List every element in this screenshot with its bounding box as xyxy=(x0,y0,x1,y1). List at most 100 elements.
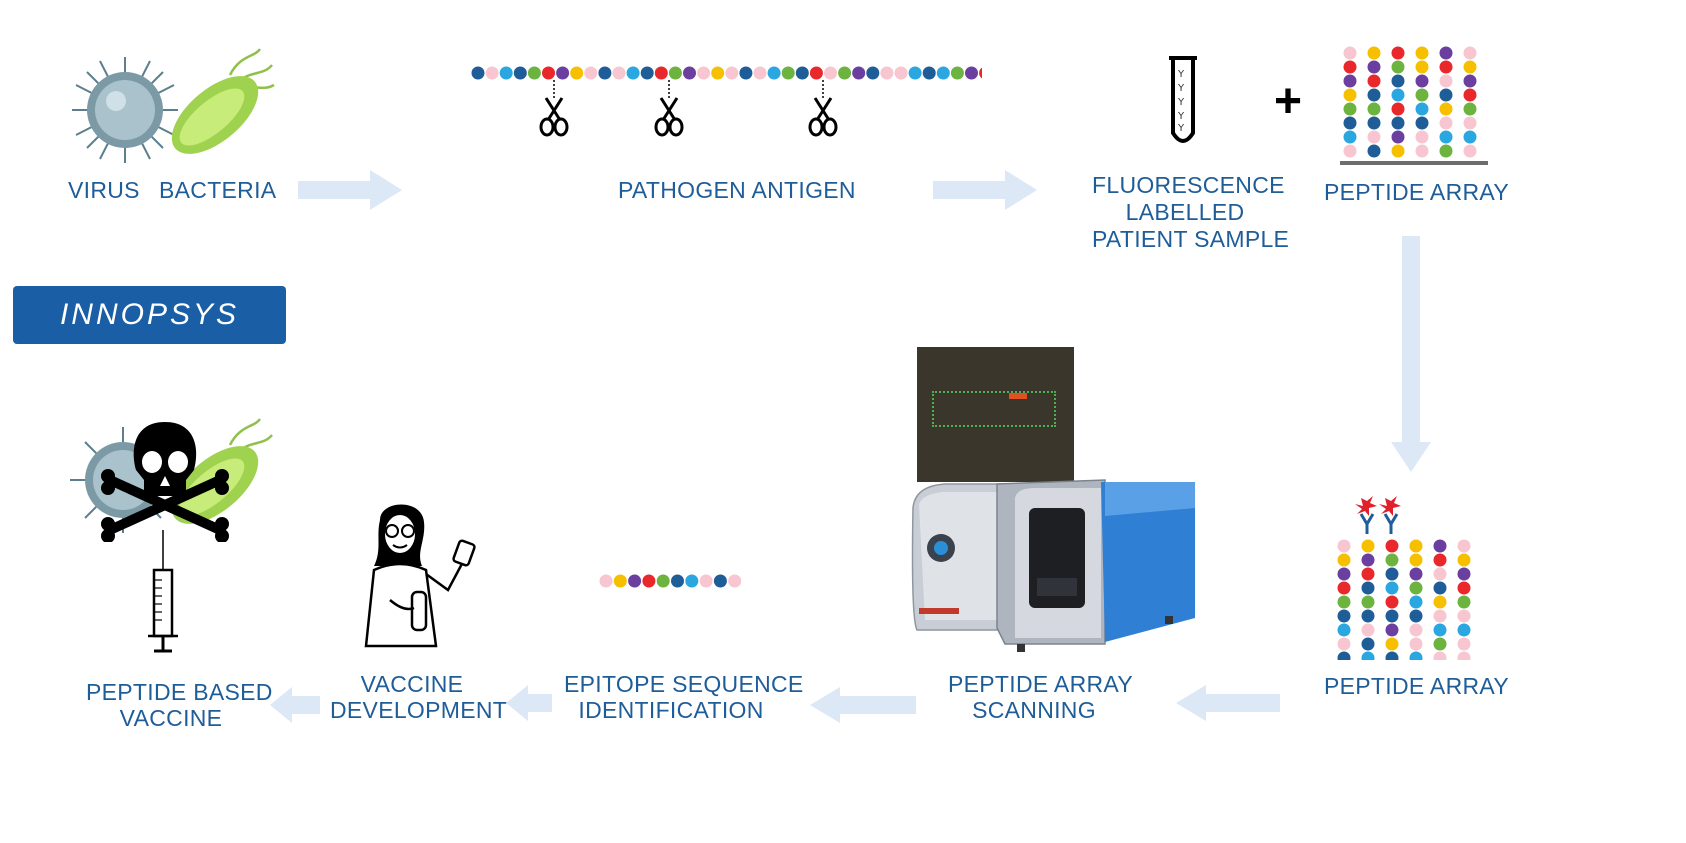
antigen-bead xyxy=(767,66,781,80)
arrow-left-1 xyxy=(1176,685,1280,721)
array-bead xyxy=(1415,116,1429,130)
array-bead xyxy=(1337,609,1351,623)
epitope-bead xyxy=(728,574,742,588)
array-bead xyxy=(1463,130,1477,144)
svg-text:Y: Y xyxy=(1177,111,1185,122)
epitope-bead xyxy=(628,574,642,588)
array-bead xyxy=(1463,88,1477,102)
virus-label: VIRUS xyxy=(68,177,140,203)
antigen-bead xyxy=(640,66,654,80)
scanning-line1: PEPTIDE ARRAY xyxy=(948,671,1133,697)
epitope-bead xyxy=(671,574,684,588)
antigen-bead xyxy=(866,66,880,80)
scan-hit-spot xyxy=(1009,393,1027,399)
array-bead xyxy=(1409,553,1423,567)
array-bead xyxy=(1415,88,1429,102)
array-bead xyxy=(1361,637,1375,651)
array-bead xyxy=(1385,553,1399,567)
vaccine-development-line2: DEVELOPMENT xyxy=(330,697,508,723)
array-bead xyxy=(1463,74,1477,88)
skull-crossbones-icon xyxy=(100,418,230,542)
antigen-bead xyxy=(739,66,753,80)
array-bead xyxy=(1391,130,1405,144)
antigen-bead xyxy=(612,66,626,80)
array-bead xyxy=(1433,609,1447,623)
array-bead xyxy=(1415,60,1429,74)
array-bead xyxy=(1343,74,1357,88)
antigen-bead xyxy=(654,66,668,80)
array-bead xyxy=(1457,553,1471,567)
epitope-bead xyxy=(699,574,713,588)
peptide-array-bound xyxy=(1334,494,1484,660)
arrow-left-2 xyxy=(810,687,916,723)
svg-text:Y: Y xyxy=(1177,123,1185,134)
array-bead xyxy=(1361,567,1375,581)
array-bead xyxy=(1343,130,1357,144)
epitope-bead-chain xyxy=(598,572,744,590)
array-bead xyxy=(1457,595,1471,609)
array-bead xyxy=(1463,60,1477,74)
array-bead xyxy=(1361,623,1375,637)
array-bead xyxy=(1433,623,1447,637)
peptide-vaccine-line1: PEPTIDE BASED xyxy=(86,679,273,705)
scissors-icon xyxy=(807,80,839,138)
antigen-bead xyxy=(527,66,541,80)
peptide-array-top-label: PEPTIDE ARRAY xyxy=(1324,179,1509,205)
array-bead xyxy=(1337,567,1351,581)
vaccine-development-label: VACCINE DEVELOPMENT xyxy=(330,670,508,725)
array-bead xyxy=(1385,539,1399,553)
peptide-array-top xyxy=(1340,45,1490,165)
syringe-icon xyxy=(146,530,180,656)
array-bead xyxy=(1463,144,1477,158)
array-bead xyxy=(1409,637,1423,651)
antigen-bead-chain xyxy=(470,64,982,82)
antigen-bead xyxy=(809,66,823,80)
array-bead xyxy=(1343,46,1357,60)
array-bead xyxy=(1409,609,1423,623)
array-bead xyxy=(1361,651,1375,660)
svg-text:Y: Y xyxy=(1177,69,1185,80)
array-bead xyxy=(1457,539,1471,553)
epitope-bead xyxy=(599,574,613,588)
antigen-bead xyxy=(513,66,527,80)
array-bead xyxy=(1439,74,1453,88)
arrow-right-2 xyxy=(933,170,1037,210)
antigen-bead xyxy=(795,66,809,80)
array-bead xyxy=(1391,116,1405,130)
fluorescence-label: FLUORESCENCE LABELLED PATIENT SAMPLE xyxy=(1092,171,1289,254)
array-bead xyxy=(1457,637,1471,651)
epitope-line2: IDENTIFICATION xyxy=(578,697,764,723)
array-bead xyxy=(1409,651,1423,660)
antigen-bead xyxy=(626,66,640,80)
array-bead xyxy=(1457,567,1471,581)
array-bead xyxy=(1409,623,1423,637)
antigen-bead xyxy=(598,66,612,80)
array-bead xyxy=(1367,46,1381,60)
array-bead xyxy=(1337,553,1351,567)
epitope-bead xyxy=(613,574,627,588)
array-bead xyxy=(1361,595,1375,609)
array-bead xyxy=(1415,130,1429,144)
array-bead xyxy=(1457,581,1471,595)
antibody-icon xyxy=(1379,496,1401,534)
antigen-bead xyxy=(965,66,978,80)
bacteria-label: BACTERIA xyxy=(159,177,277,203)
scientist-icon xyxy=(360,500,480,650)
scan-image xyxy=(917,347,1074,482)
array-bead xyxy=(1367,88,1381,102)
vaccine-development-line1: VACCINE xyxy=(360,671,464,697)
array-bead xyxy=(1415,46,1429,60)
array-bead xyxy=(1391,144,1405,158)
array-bead xyxy=(1463,116,1477,130)
virus-icon xyxy=(70,55,180,165)
array-bead xyxy=(1343,88,1357,102)
epitope-label: EPITOPE SEQUENCE IDENTIFICATION xyxy=(564,670,803,725)
antigen-bead xyxy=(556,66,570,80)
array-bead xyxy=(1385,609,1399,623)
array-bead xyxy=(1361,539,1375,553)
antigen-bead xyxy=(711,66,725,80)
array-bead xyxy=(1409,567,1423,581)
array-bead xyxy=(1439,116,1453,130)
antigen-bead xyxy=(697,66,711,80)
antigen-bead xyxy=(979,67,982,79)
